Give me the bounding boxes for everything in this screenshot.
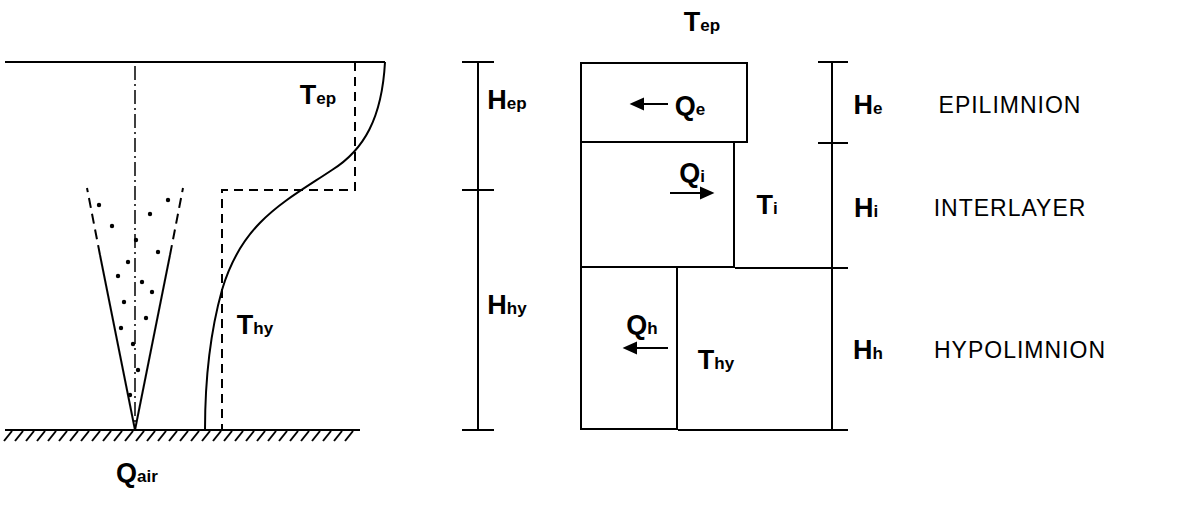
flow-arrow (633, 347, 668, 349)
arrow-head (632, 99, 643, 109)
dimension-tick (818, 267, 848, 269)
depth-label: He (854, 92, 883, 119)
temperature-label: Thy (237, 312, 273, 339)
flow-arrow (670, 192, 704, 194)
hatch-stroke (15, 431, 23, 441)
hatch-stroke (114, 431, 122, 441)
hatch-stroke (81, 431, 89, 441)
plume-edge (135, 255, 170, 430)
bubble (97, 203, 101, 207)
symbol-label: Qh (626, 312, 657, 339)
hatch-stroke (213, 431, 221, 441)
dimension-tick (462, 61, 494, 63)
hatch-stroke (48, 431, 56, 441)
hatch-stroke (125, 431, 133, 441)
dimension-tick (818, 142, 848, 144)
bottom-hatching (4, 431, 353, 441)
symbol-label: Qe (675, 93, 705, 120)
bubble (156, 250, 160, 254)
hatch-stroke (323, 431, 331, 441)
hypolimnion-layer: QhThy (580, 268, 678, 430)
water-surface (5, 61, 385, 63)
symbol-label: Thy (698, 347, 734, 374)
layer-name: HYPOLIMNION (934, 339, 1106, 362)
hatch-stroke (169, 431, 177, 441)
dimension-tick (462, 189, 494, 191)
dimension-line (477, 62, 479, 430)
layer-name: INTERLAYER (934, 197, 1087, 220)
symbol-label: Ti (756, 192, 777, 219)
hatch-stroke (301, 431, 309, 441)
temperature-label: Tep (300, 82, 336, 109)
bubble (150, 290, 154, 294)
dimension-tick (462, 429, 494, 431)
hatch-stroke (103, 431, 111, 441)
bubble (119, 326, 123, 330)
hatch-stroke (191, 431, 199, 441)
hatch-stroke (70, 431, 78, 441)
hatch-stroke (224, 431, 232, 441)
depth-label: Hhy (487, 292, 526, 319)
layer-boundary (678, 429, 848, 431)
hatch-stroke (257, 431, 265, 441)
bubble (140, 280, 144, 284)
bubble (136, 368, 140, 372)
hatch-stroke (235, 431, 243, 441)
depth-label: Hi (854, 195, 878, 222)
interlayer-layer: QiTi (580, 143, 735, 268)
depth-label: Hep (487, 87, 526, 114)
hatch-stroke (26, 431, 34, 441)
arrow-head (625, 343, 636, 353)
hatch-stroke (37, 431, 45, 441)
lake-bottom (5, 429, 360, 431)
hatch-stroke (290, 431, 298, 441)
symbol-label: Qi (679, 160, 705, 187)
plume-axis (134, 66, 136, 428)
dimension-tick (818, 429, 848, 431)
bubble (148, 212, 152, 216)
hatch-stroke (202, 431, 210, 441)
hatch-stroke (136, 431, 144, 441)
bubble (116, 274, 120, 278)
bubble (166, 198, 170, 202)
airflow-label: Qair (116, 460, 158, 487)
hatch-stroke (147, 431, 155, 441)
hatch-stroke (345, 431, 353, 441)
bubble (122, 300, 126, 304)
hatch-stroke (334, 431, 342, 441)
dimension-tick (818, 61, 848, 63)
flow-arrow (640, 103, 668, 105)
bubble (131, 342, 135, 346)
bubble (134, 238, 138, 242)
arrow-head (701, 188, 712, 198)
hatch-stroke (268, 431, 276, 441)
plume-edge (100, 255, 135, 430)
hatch-stroke (92, 431, 100, 441)
epilimnion-layer: Qe (580, 62, 748, 143)
plume-edge-dashed (170, 188, 183, 255)
layer-name: EPILIMNION (939, 94, 1082, 117)
hatch-stroke (312, 431, 320, 441)
hatch-stroke (158, 431, 166, 441)
hatch-stroke (279, 431, 287, 441)
bubble (128, 393, 132, 397)
bubble (126, 260, 130, 264)
plume-edge-dashed (87, 188, 100, 255)
temperature-profile (205, 62, 385, 430)
dimension-line (831, 62, 833, 430)
hatch-stroke (246, 431, 254, 441)
layer-boundary (735, 267, 848, 269)
hatch-stroke (59, 431, 67, 441)
temperature-label: Tep (684, 9, 720, 36)
hatch-stroke (180, 431, 188, 441)
air-bubbles (97, 198, 170, 397)
hatch-stroke (4, 431, 12, 441)
depth-label: Hh (853, 337, 883, 364)
bubble (144, 316, 148, 320)
bubble (110, 224, 114, 228)
